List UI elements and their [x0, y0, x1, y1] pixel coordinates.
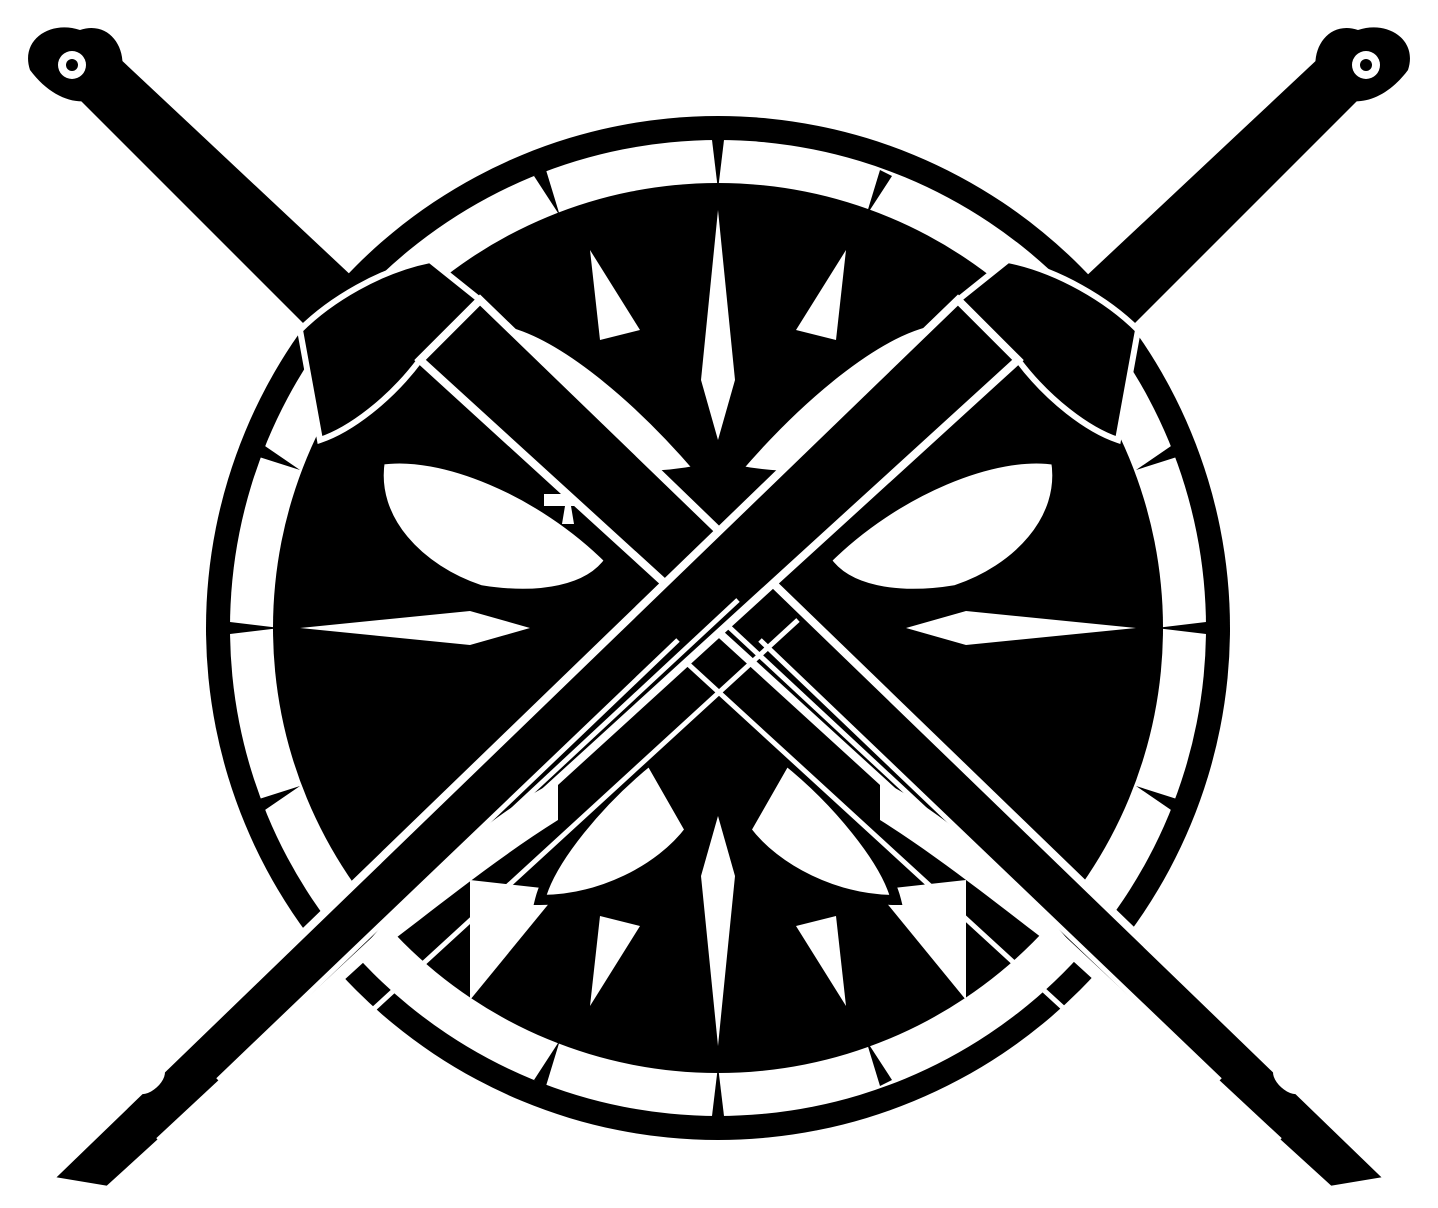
- inner-cross-points: [300, 210, 1136, 1046]
- compass-ticks: [230, 140, 1206, 1116]
- left-sword-icon: [28, 27, 1399, 1195]
- tip-ornaments: [135, 1065, 1303, 1095]
- right-sword-icon: [39, 27, 1410, 1195]
